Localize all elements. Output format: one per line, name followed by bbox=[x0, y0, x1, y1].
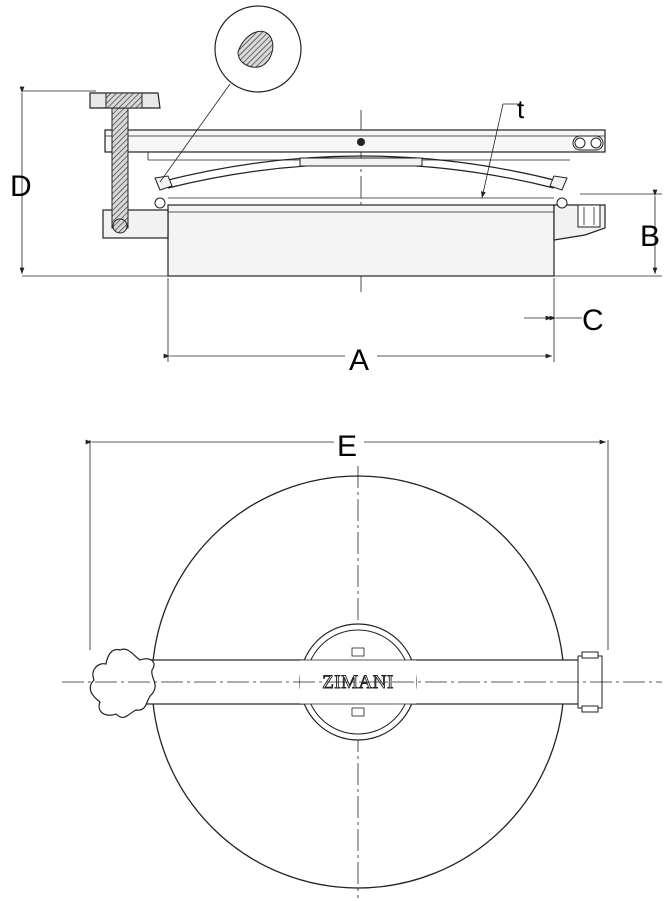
brand-logo: ZIMANI bbox=[322, 672, 394, 693]
dim-label-e: E bbox=[337, 430, 357, 463]
cross-bar bbox=[104, 129, 606, 161]
dim-b: B bbox=[580, 189, 662, 274]
detail-leader bbox=[159, 83, 231, 183]
side-view: D B C A t bbox=[10, 5, 662, 377]
dim-label-a: A bbox=[349, 344, 369, 377]
dim-e: E bbox=[85, 428, 609, 650]
dim-c: C bbox=[524, 278, 604, 337]
manway-collar bbox=[167, 204, 555, 277]
detail-bubble bbox=[214, 5, 302, 93]
dim-label-b: B bbox=[640, 220, 660, 253]
right-clamp-block bbox=[553, 204, 606, 241]
dim-t: t bbox=[481, 94, 525, 199]
top-view: E ZIMANI bbox=[62, 428, 662, 898]
dim-label-c: C bbox=[582, 304, 604, 337]
star-handwheel bbox=[89, 648, 156, 718]
handwheel-knob bbox=[89, 92, 161, 109]
dim-d: D bbox=[10, 86, 96, 274]
hinge-bolt bbox=[111, 99, 129, 234]
domed-lid bbox=[154, 155, 568, 209]
dim-a: A bbox=[163, 278, 555, 377]
dim-label-d: D bbox=[10, 170, 32, 203]
dim-label-t: t bbox=[517, 94, 525, 124]
